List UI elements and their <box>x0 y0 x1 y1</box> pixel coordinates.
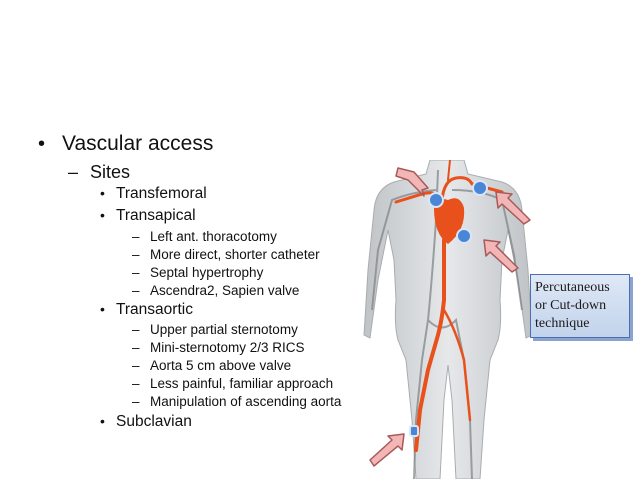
detail-text: Manipulation of ascending aorta <box>150 394 342 409</box>
bullet-marker: • <box>100 413 105 429</box>
site-transaortic: • Transaortic <box>100 301 193 319</box>
detail-text: Less painful, familiar approach <box>150 376 334 391</box>
dash-marker: – <box>132 265 140 280</box>
detail-text: Septal hypertrophy <box>150 265 264 280</box>
access-arrows <box>369 167 531 467</box>
site-label: Transapical <box>116 207 196 224</box>
dash-marker: – <box>132 340 140 355</box>
dash-marker: – <box>132 394 140 409</box>
detail-item: – Less painful, familiar approach <box>132 376 333 391</box>
callout-line: or Cut-down <box>535 298 607 313</box>
bullet-text: Vascular access <box>62 132 214 155</box>
detail-text: Upper partial sternotomy <box>150 322 298 337</box>
detail-text: Ascendra2, Sapien valve <box>150 283 300 298</box>
site-subclavian: • Subclavian <box>100 413 192 431</box>
bullet-text: Sites <box>90 162 131 182</box>
bullet-marker: • <box>100 301 105 317</box>
detail-item: – Mini-sternotomy 2/3 RICS <box>132 340 305 355</box>
bullet-vascular-access: • Vascular access <box>38 132 213 156</box>
detail-text: Left ant. thoracotomy <box>150 229 277 244</box>
detail-item: – More direct, shorter catheter <box>132 247 320 262</box>
dash-marker: – <box>68 162 79 182</box>
site-transfemoral: • Transfemoral <box>100 185 207 203</box>
bullet-marker: • <box>100 185 105 201</box>
detail-text: Aorta 5 cm above valve <box>150 358 292 373</box>
site-transapical: • Transapical <box>100 207 196 225</box>
detail-item: – Manipulation of ascending aorta <box>132 394 341 409</box>
detail-text: Mini-sternotomy 2/3 RICS <box>150 340 305 355</box>
detail-item: – Left ant. thoracotomy <box>132 229 277 244</box>
access-point-markers <box>409 180 488 437</box>
heart-shape <box>434 198 465 244</box>
site-label: Subclavian <box>116 413 192 430</box>
detail-item: – Aorta 5 cm above valve <box>132 358 291 373</box>
detail-item: – Septal hypertrophy <box>132 265 263 280</box>
dash-marker: – <box>132 376 140 391</box>
bullet-marker: • <box>100 207 105 223</box>
dash-marker: – <box>132 229 140 244</box>
bullet-sites: – Sites <box>68 162 130 183</box>
vascular-anatomy-illustration <box>363 160 533 479</box>
dash-marker: – <box>132 247 140 262</box>
dash-marker: – <box>132 322 140 337</box>
technique-callout: Percutaneous or Cut-down technique <box>530 274 630 338</box>
dash-marker: – <box>132 358 140 373</box>
bullet-marker: • <box>38 133 46 155</box>
callout-line: Percutaneous <box>535 280 610 295</box>
site-label: Transaortic <box>116 301 193 318</box>
arterial-tree <box>394 160 504 452</box>
detail-item: – Ascendra2, Sapien valve <box>132 283 299 298</box>
dash-marker: – <box>132 283 140 298</box>
detail-item: – Upper partial sternotomy <box>132 322 298 337</box>
site-label: Transfemoral <box>116 185 207 202</box>
callout-line: technique <box>535 316 590 331</box>
detail-text: More direct, shorter catheter <box>150 247 320 262</box>
